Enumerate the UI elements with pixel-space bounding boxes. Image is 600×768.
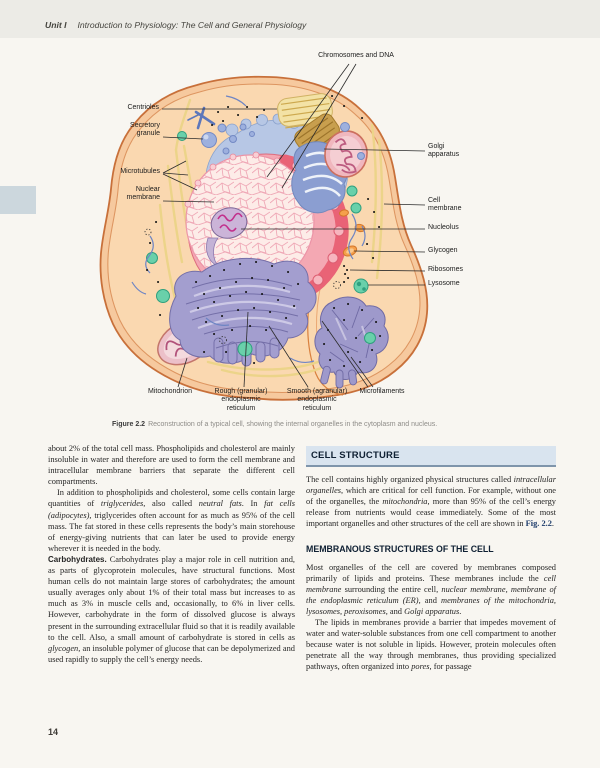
paragraph-membranes: Most organelles of the cell are covered … — [306, 562, 556, 616]
rough-endoplasmic-reticulum — [169, 258, 317, 367]
figure-label-golgi-apparatus: Golgi apparatus — [428, 143, 460, 159]
left-column: about 2% of the total cell mass. Phospho… — [48, 443, 295, 665]
paragraph-cell-structure: The cell contains highly organized physi… — [306, 475, 556, 529]
paragraph-triglycerides: In addition to phospholipids and cholest… — [48, 488, 296, 553]
running-header: Unit I Introduction to Physiology: The Ce… — [45, 20, 306, 30]
secretory-granules — [201, 122, 365, 160]
figure-label-centrioles: Centrioles — [127, 104, 159, 111]
figure-label-mitochondrion: Mitochondrion — [148, 388, 192, 395]
section-heading-cell-structure: CELL STRUCTURE — [306, 446, 556, 467]
figure-label-chromosomes-dna: Chromosomes and DNA — [318, 52, 394, 59]
unit-tab-marker — [0, 186, 36, 214]
figure-label-cell-membrane: Cell membrane — [428, 197, 462, 213]
figure-label-nucleolus: Nucleolus — [428, 224, 459, 231]
free-ribosomes — [144, 95, 381, 364]
right-column: CELL STRUCTURE The cell contains highly … — [306, 446, 556, 673]
mitochondrion-upper — [324, 130, 368, 178]
figure-caption-label: Figure 2.2 — [112, 421, 146, 428]
figure-label-microtubules: Microtubules — [120, 168, 160, 175]
centrioles-structure — [187, 106, 216, 130]
figure-label-microfilaments: Microfilaments — [359, 388, 405, 395]
nuclear-rim-circles — [184, 151, 281, 208]
label-leader-lines — [162, 63, 426, 388]
microfilaments-mesh — [314, 296, 389, 389]
figure-label-ribosomes: Ribosomes — [428, 266, 464, 273]
section-heading-membranous-structures: MEMBRANOUS STRUCTURES OF THE CELL — [306, 544, 494, 555]
fig-crossref-link[interactable]: Fig. 2.2 — [525, 519, 552, 529]
figure-label-glycogen: Glycogen — [428, 247, 458, 254]
unit-title: Introduction to Physiology: The Cell and… — [77, 20, 307, 30]
cell-illustration — [99, 63, 429, 401]
figure-label-secretory-granule: Secretory granule — [130, 122, 160, 138]
intermediate-filaments — [131, 95, 366, 364]
figure-label-nuclear-membrane: Nuclear membrane — [126, 186, 160, 202]
page-header-band — [0, 0, 600, 38]
lysosomes — [146, 131, 376, 357]
paragraph-carbohydrates: Carbohydrates. Carbohydrates play a majo… — [48, 554, 295, 664]
page-number: 14 — [48, 727, 59, 737]
nucleolus-structure — [206, 207, 248, 267]
figure-label-smooth-er: Smooth (agranular) endoplasmic reticulum — [286, 388, 348, 412]
figure-label-lysosome: Lysosome — [428, 280, 460, 287]
glycogen-granules — [339, 209, 366, 257]
paragraph-lipids-continued: about 2% of the total cell mass. Phospho… — [48, 444, 295, 487]
paragraph-lipid-barrier: The lipids in membranes provide a barrie… — [306, 618, 556, 672]
figure-label-rough-er: Rough (granular) endoplasmic reticulum — [214, 388, 268, 412]
unit-label: Unit I — [45, 20, 67, 30]
figure-caption-text: Reconstruction of a typical cell, showin… — [148, 421, 438, 428]
